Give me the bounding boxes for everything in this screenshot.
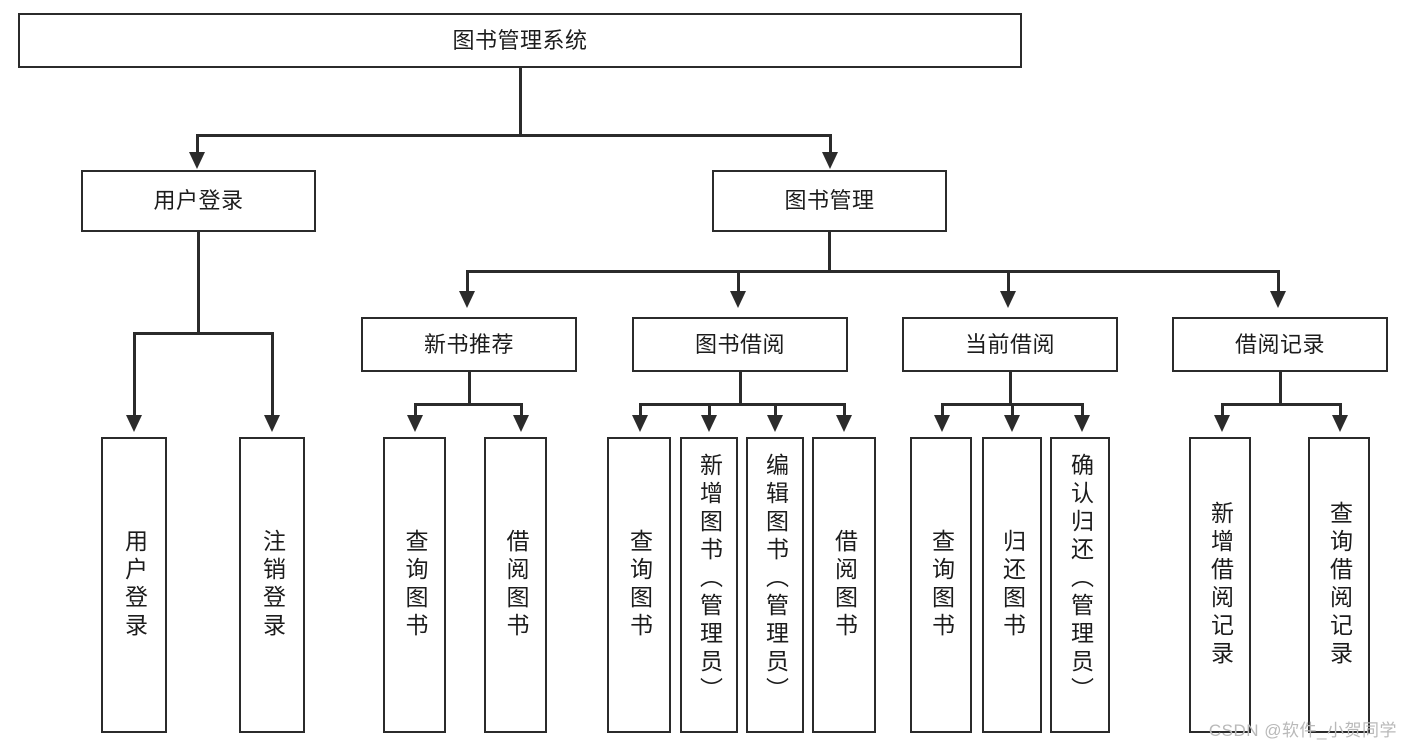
node-label: 新书推荐 (423, 331, 514, 357)
node-label: 图书借阅 (694, 331, 785, 357)
node-label: 图书管理 (784, 188, 875, 214)
leaf-add-borrow-record[interactable]: 新增借阅记录 (1189, 437, 1251, 733)
arrow-current-borrow-to-leaf-1 (934, 415, 950, 432)
connector-book-borrow-bus (639, 403, 845, 406)
arrow-bm-to-current-borrow (1000, 291, 1016, 308)
leaf-return-book[interactable]: 归还图书 (982, 437, 1042, 733)
connector-borrow-record-to-leaf-2 (1339, 403, 1342, 417)
connector-user-login-to-leaf-1 (133, 332, 136, 417)
connector-root-stem (519, 68, 522, 135)
connector-borrow-record-bus (1221, 403, 1341, 406)
connector-bm-to-book-borrow (737, 270, 740, 293)
arrow-bm-to-borrow-record (1270, 291, 1286, 308)
connector-current-borrow-to-leaf-2 (1011, 403, 1014, 417)
leaf-borrow-book[interactable]: 借阅图书 (812, 437, 876, 733)
node-label: 用户登录 (121, 529, 148, 641)
node-label: 查询图书 (626, 529, 653, 641)
node-label: 借阅图书 (831, 529, 858, 641)
node-label: 借阅记录 (1234, 331, 1325, 357)
arrow-borrow-record-to-leaf-1 (1214, 415, 1230, 432)
connector-new-book-bus (414, 403, 522, 406)
node-user-login[interactable]: 用户登录 (81, 170, 316, 232)
arrow-root-to-user-login (189, 152, 205, 169)
connector-bm-to-borrow-record (1277, 270, 1280, 293)
node-new-book-recommend[interactable]: 新书推荐 (361, 317, 577, 372)
connector-new-book-to-leaf-2 (520, 403, 523, 417)
connector-bm-to-current-borrow (1007, 270, 1010, 293)
connector-borrow-record-stem (1279, 372, 1282, 404)
connector-current-borrow-to-leaf-1 (941, 403, 944, 417)
connector-root-bus (196, 134, 831, 137)
connector-root-to-book-management (829, 134, 832, 155)
node-current-borrow[interactable]: 当前借阅 (902, 317, 1118, 372)
connector-book-management-bus (466, 270, 1278, 273)
arrow-user-login-to-leaf-1 (126, 415, 142, 432)
arrow-root-to-book-management (822, 152, 838, 169)
leaf-borrow-book-recommend[interactable]: 借阅图书 (484, 437, 547, 733)
node-book-management[interactable]: 图书管理 (712, 170, 947, 232)
node-label: 用户登录 (153, 188, 244, 214)
arrow-current-borrow-to-leaf-3 (1074, 415, 1090, 432)
connector-book-borrow-stem (739, 372, 742, 404)
leaf-query-borrow-record[interactable]: 查询借阅记录 (1308, 437, 1370, 733)
node-borrow-record[interactable]: 借阅记录 (1172, 317, 1388, 372)
arrow-book-borrow-to-leaf-2 (701, 415, 717, 432)
leaf-query-book-current[interactable]: 查询图书 (910, 437, 972, 733)
leaf-add-book-admin[interactable]: 新增图书（管理员） (680, 437, 738, 733)
arrow-bm-to-book-borrow (730, 291, 746, 308)
node-label: 图书管理系统 (452, 27, 588, 53)
arrow-book-borrow-to-leaf-4 (836, 415, 852, 432)
leaf-query-book-recommend[interactable]: 查询图书 (383, 437, 446, 733)
node-label: 编辑图书（管理员） (762, 453, 789, 705)
connector-book-borrow-to-leaf-1 (639, 403, 642, 417)
connector-new-book-stem (468, 372, 471, 404)
connector-current-borrow-stem (1009, 372, 1012, 404)
arrow-user-login-to-leaf-2 (264, 415, 280, 432)
connector-book-management-stem (828, 232, 831, 272)
connector-user-login-bus (133, 332, 273, 335)
arrow-new-book-to-leaf-2 (513, 415, 529, 432)
node-book-borrow[interactable]: 图书借阅 (632, 317, 848, 372)
connector-book-borrow-to-leaf-4 (843, 403, 846, 417)
node-label: 确认归还（管理员） (1067, 453, 1094, 705)
node-label: 查询图书 (402, 529, 428, 641)
leaf-logout[interactable]: 注销登录 (239, 437, 305, 733)
connector-borrow-record-to-leaf-1 (1221, 403, 1224, 417)
node-root-book-management-system[interactable]: 图书管理系统 (18, 13, 1022, 68)
arrow-borrow-record-to-leaf-2 (1332, 415, 1348, 432)
node-label: 借阅图书 (503, 529, 529, 641)
node-label: 当前借阅 (964, 331, 1055, 357)
arrow-new-book-to-leaf-1 (407, 415, 423, 432)
node-label: 查询借阅记录 (1326, 501, 1353, 669)
connector-user-login-to-leaf-2 (271, 332, 274, 417)
node-label: 新增借阅记录 (1207, 501, 1234, 669)
node-label: 注销登录 (259, 529, 286, 641)
node-label: 归还图书 (999, 529, 1026, 641)
leaf-query-book-borrow[interactable]: 查询图书 (607, 437, 671, 733)
connector-book-borrow-to-leaf-3 (774, 403, 777, 417)
leaf-confirm-return-admin[interactable]: 确认归还（管理员） (1050, 437, 1110, 733)
arrow-bm-to-new-book (459, 291, 475, 308)
connector-new-book-to-leaf-1 (414, 403, 417, 417)
node-label: 查询图书 (928, 529, 955, 641)
arrow-book-borrow-to-leaf-3 (767, 415, 783, 432)
connector-book-borrow-to-leaf-2 (708, 403, 711, 417)
connector-user-login-stem (197, 232, 200, 333)
arrow-current-borrow-to-leaf-2 (1004, 415, 1020, 432)
arrow-book-borrow-to-leaf-1 (632, 415, 648, 432)
node-label: 新增图书（管理员） (696, 453, 723, 705)
leaf-user-login[interactable]: 用户登录 (101, 437, 167, 733)
connector-bm-to-new-book (466, 270, 469, 293)
connector-root-to-user-login (196, 134, 199, 155)
connector-current-borrow-to-leaf-3 (1081, 403, 1084, 417)
leaf-edit-book-admin[interactable]: 编辑图书（管理员） (746, 437, 804, 733)
